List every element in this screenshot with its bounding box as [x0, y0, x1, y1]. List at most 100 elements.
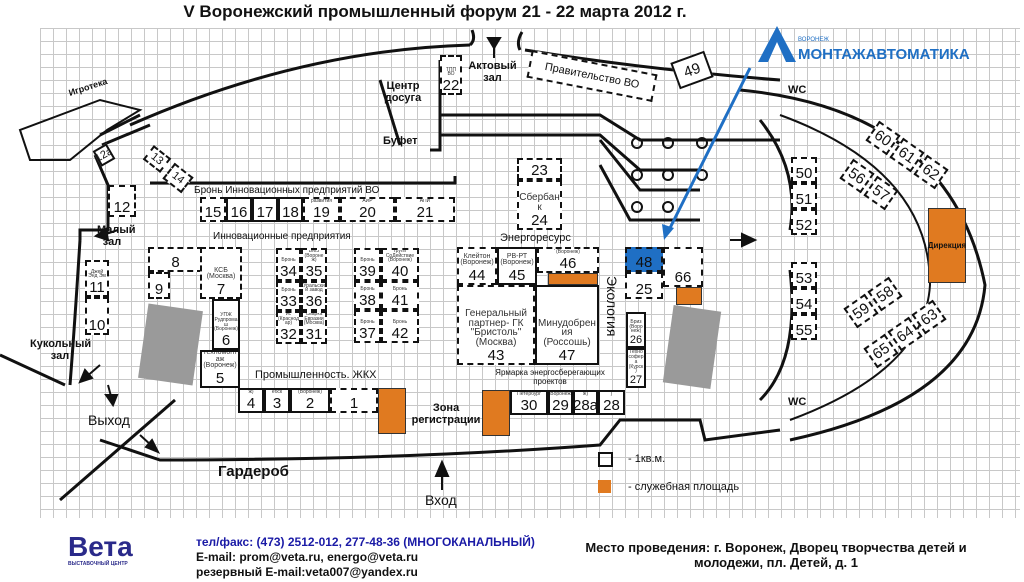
booth-1[interactable]: 1 — [330, 388, 378, 413]
booth-55[interactable]: 55 — [791, 314, 817, 340]
booth-51[interactable]: 51 — [791, 183, 817, 209]
booth-23[interactable]: 23 — [517, 158, 562, 180]
booth-5[interactable]: Техномонтаж (Воронеж)5 — [200, 350, 240, 388]
booth-45[interactable]: РВ-РТ (Воронеж)45 — [497, 247, 537, 285]
zone-industry: Промышленность. ЖКХ — [255, 369, 377, 381]
booth-66[interactable]: 66 — [663, 247, 703, 287]
booth-number: 35 — [305, 263, 323, 280]
booth-number: 22 — [442, 77, 460, 94]
booth-16[interactable]: 16 — [226, 197, 252, 222]
booth-6[interactable]: УПЖ Рудпромаш (Воронеж)6 — [212, 299, 240, 350]
booth-46[interactable]: Протон-Энерго (Воронеж)46 — [537, 247, 599, 273]
booth-company: Генеральный партнер- ГК "Бристоль" (Моск… — [465, 308, 527, 348]
booth-number: 56 — [845, 164, 869, 188]
booth-47[interactable]: Минудобрения (Россошь)47 — [535, 285, 599, 365]
booth-48[interactable]: 48 — [625, 247, 663, 272]
booth-company: Технософера (Курск) — [628, 349, 644, 375]
zone-assembly-hall: Актовый зал — [468, 60, 517, 84]
booth-number: 5 — [215, 370, 225, 387]
booth-number: 52 — [795, 217, 813, 234]
phone-link[interactable]: тел/факс: (473) 2512-012, 277-48-36 (МНО… — [196, 535, 535, 549]
zone-small-hall: Малый зал — [97, 224, 136, 248]
booth-number: 53 — [795, 270, 813, 287]
booth-number: 11 — [89, 279, 105, 296]
booth-18[interactable]: 18 — [278, 197, 303, 222]
direction-office[interactable]: Дирекция — [928, 208, 966, 283]
booth-company: Воронежгрупп (Воронеж) — [248, 389, 254, 396]
booth-9[interactable]: 9 — [148, 272, 170, 299]
booth-number: 46 — [559, 255, 577, 272]
zone-wc-bottom: WC — [788, 396, 807, 408]
booth-12[interactable]: 12 — [108, 185, 136, 217]
booth-company: Бронь — [360, 319, 375, 326]
booth-54[interactable]: 54 — [791, 288, 817, 314]
booth-32[interactable]: Ворвер РусСервис (Краснодар)32 — [276, 311, 301, 344]
booth-number: 39 — [359, 263, 376, 280]
booth-43[interactable]: Генеральный партнер- ГК "Бристоль" (Моск… — [457, 285, 535, 365]
zone-wc-top: WC — [788, 84, 807, 96]
booth-3[interactable]: БОРОВИЧИ Борисоглебск3 — [264, 388, 290, 413]
booth-number: 13 — [148, 150, 166, 168]
zone-registration: Зона регистрации — [411, 402, 481, 426]
booth-number: 27 — [629, 374, 643, 386]
booth-4[interactable]: Воронежгрупп (Воронеж)4 — [238, 388, 264, 413]
booth-25[interactable]: 25 — [625, 272, 663, 299]
reserve-link[interactable]: резервный — [196, 565, 263, 579]
booth-15[interactable]: 15 — [200, 197, 226, 222]
booth-number: 3 — [272, 395, 282, 412]
booth-number: 32 — [280, 326, 297, 343]
booth-number: 15 — [204, 204, 222, 221]
booth-53[interactable]: 53 — [791, 262, 817, 288]
booth-number: 37 — [359, 325, 376, 342]
booth-2[interactable]: Электроснабжение (Воронеж)2 — [290, 388, 330, 413]
booth-27[interactable]: Технософера (Курск)27 — [626, 348, 646, 388]
booth-10[interactable]: 10 — [85, 297, 109, 335]
booth-28a[interactable]: Электрооборудование (Воронеж)28а — [573, 390, 598, 415]
zone-fair: Ярмарка энергосберегающих проектов — [495, 368, 605, 386]
booth-number: 21 — [416, 204, 434, 221]
booth-company: Спектр (Воронеж) — [600, 391, 622, 398]
booth-company: Электроснабжение (Воронеж) — [298, 389, 322, 396]
booth-8[interactable]: 8 — [148, 247, 203, 272]
legend-service-swatch — [598, 480, 611, 493]
zone-entrance: Вход — [425, 492, 457, 508]
booth-company: КСБ (Москва) — [206, 266, 236, 281]
booth-number: 16 — [230, 204, 248, 221]
booth-17[interactable]: 17 — [252, 197, 278, 222]
booth-31[interactable]: Сварка Евразии (Москва)31 — [301, 311, 327, 344]
booth-35[interactable]: ВМЗ (Воронеж)35 — [301, 248, 327, 281]
booth-number: 9 — [154, 281, 164, 298]
booth-52[interactable]: 52 — [791, 209, 817, 235]
booth-28[interactable]: Спектр (Воронеж)28 — [598, 390, 625, 415]
booth-number: 18 — [282, 204, 299, 221]
booth-number: 44 — [468, 267, 486, 284]
booth-company: ТПП ВО — [445, 66, 457, 78]
booth-number: 19 — [313, 204, 330, 221]
veta-logo-sub: ВЫСТАВОЧНЫЙ ЦЕНТР — [68, 561, 128, 567]
booth-number: 4 — [246, 395, 256, 412]
booth-40[interactable]: Объединение групп СоДействие (Воронеж)40 — [381, 248, 419, 281]
booth-26[interactable]: Бриз (Воронеж)26 — [626, 312, 646, 348]
booth-7[interactable]: КСБ (Москва)7 — [200, 247, 242, 299]
booth-50[interactable]: 50 — [791, 157, 817, 183]
booth-number: 49 — [681, 59, 703, 81]
booth-company: Сбербанк — [519, 192, 560, 213]
booth-44[interactable]: Клейтон (Воронеж)44 — [457, 247, 497, 285]
